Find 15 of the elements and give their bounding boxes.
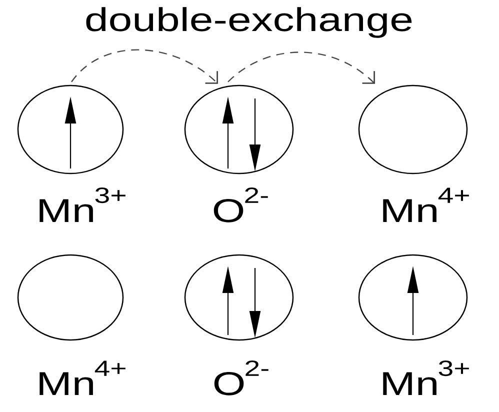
orbital-ellipse <box>184 84 294 174</box>
ion-label: Mn$^{4+}$ <box>383 188 469 222</box>
ion-label: Mn$^{4+}$ <box>40 360 126 395</box>
orbital-ellipse <box>358 84 468 174</box>
orbital-ellipse <box>358 254 468 341</box>
orbital-ellipse <box>17 254 124 341</box>
orbital-ellipse <box>184 254 294 341</box>
ion-label: Mn$^{3+}$ <box>40 187 126 222</box>
ion-label: Mn$^{3+}$ <box>383 360 469 395</box>
ion-label: O$^{2-}$ <box>214 360 268 396</box>
dashed-arrow <box>228 52 375 84</box>
ion-label: O$^{2-}$ <box>214 187 268 222</box>
dashed-arrow <box>71 49 218 84</box>
title: double-exchange <box>86 7 412 38</box>
orbital-ellipse <box>17 84 124 174</box>
